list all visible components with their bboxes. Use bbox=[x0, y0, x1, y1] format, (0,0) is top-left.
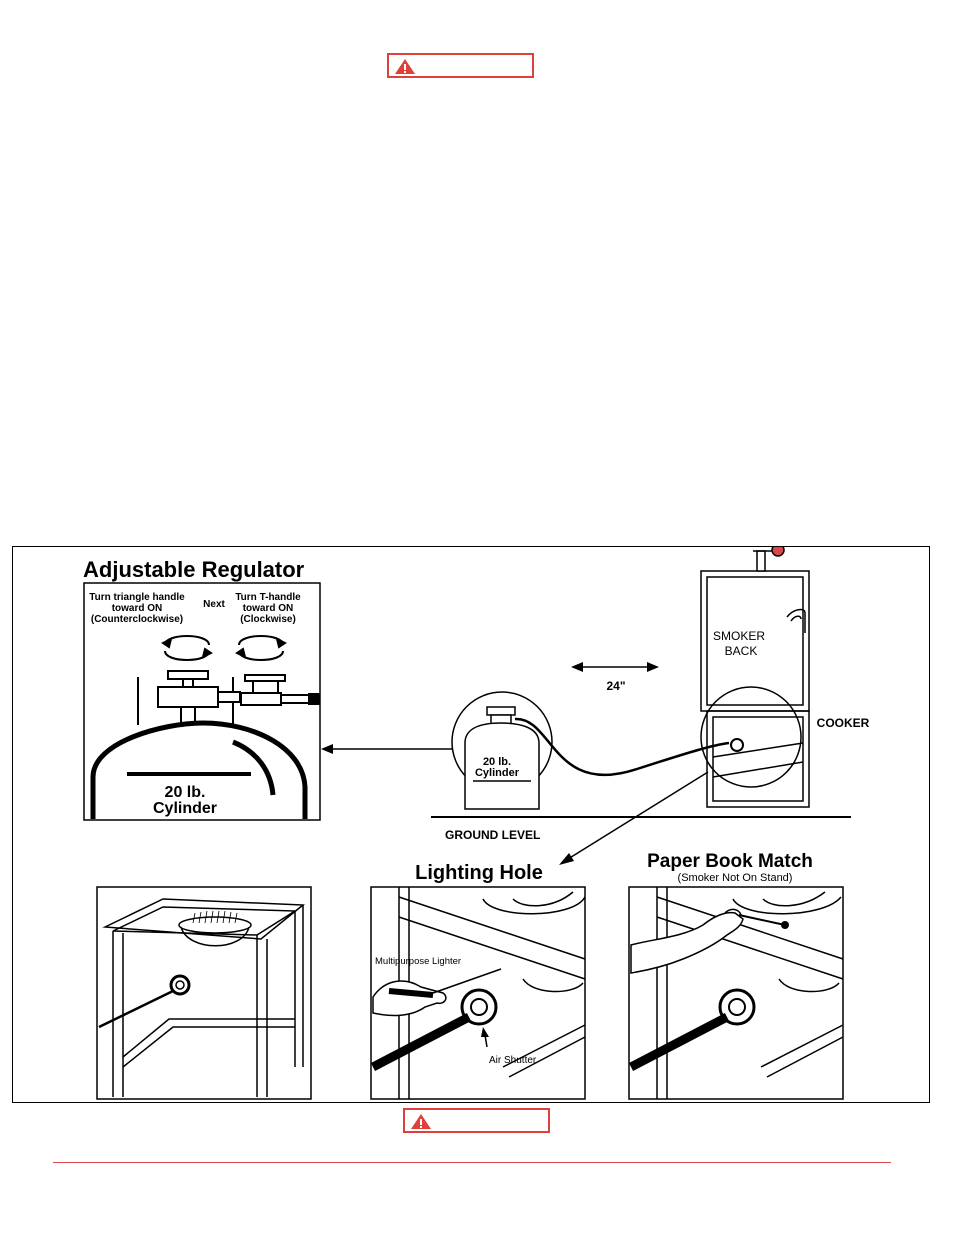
warning-triangle-icon bbox=[411, 1114, 431, 1129]
stand-panel bbox=[96, 886, 312, 1100]
overview-cylinder-line2: Cylinder bbox=[475, 767, 520, 779]
regulator-cylinder-line2: Cylinder bbox=[153, 800, 217, 817]
regulator-title: Adjustable Regulator bbox=[83, 557, 305, 582]
setup-illustration: Adjustable Regulator Turn triangle handl… bbox=[12, 546, 930, 1103]
book-match-panel: Paper Book Match (Smoker Not On Stand) bbox=[628, 851, 844, 1100]
lighting-hole-panel: Lighting Hole Multipurpose Lighter bbox=[370, 862, 586, 1100]
step2-line2: toward ON bbox=[243, 603, 294, 614]
smoker-label-line2: BACK bbox=[725, 644, 758, 658]
cooker-label: COOKER bbox=[817, 716, 870, 730]
footer-divider bbox=[53, 1162, 891, 1163]
book-match-title: Paper Book Match bbox=[647, 851, 813, 872]
distance-label: 24" bbox=[606, 679, 625, 693]
step2-line1: Turn T-handle bbox=[235, 592, 301, 603]
book-match-subtitle: (Smoker Not On Stand) bbox=[678, 872, 793, 884]
overview-scene: SMOKER BACK COOKER 24" bbox=[431, 547, 870, 865]
step1-line2: toward ON bbox=[112, 603, 163, 614]
air-shutter-label: Air Shutter bbox=[489, 1055, 537, 1066]
ground-level-label: GROUND LEVEL bbox=[445, 828, 540, 842]
warning-triangle-icon bbox=[395, 59, 415, 74]
clockwise-arrow-icon bbox=[235, 635, 287, 661]
warning-banner-bottom bbox=[403, 1108, 550, 1133]
lighter-label: Multipurpose Lighter bbox=[375, 956, 461, 967]
counterclockwise-arrow-icon bbox=[161, 635, 213, 661]
lighting-hole-title: Lighting Hole bbox=[415, 862, 543, 884]
next-label: Next bbox=[203, 599, 225, 610]
step1-line3: (Counterclockwise) bbox=[91, 614, 183, 625]
smoker-label-line1: SMOKER bbox=[713, 629, 765, 643]
warning-banner-top bbox=[387, 53, 534, 78]
step2-line3: (Clockwise) bbox=[240, 614, 296, 625]
step1-line1: Turn triangle handle bbox=[89, 592, 185, 603]
overview-cylinder-line1: 20 lb. bbox=[483, 756, 511, 768]
valve-regulator-icon bbox=[137, 670, 320, 725]
cylinder-icon bbox=[464, 706, 540, 810]
regulator-panel: Adjustable Regulator Turn triangle handl… bbox=[83, 557, 321, 821]
regulator-cylinder-line1: 20 lb. bbox=[165, 784, 206, 801]
